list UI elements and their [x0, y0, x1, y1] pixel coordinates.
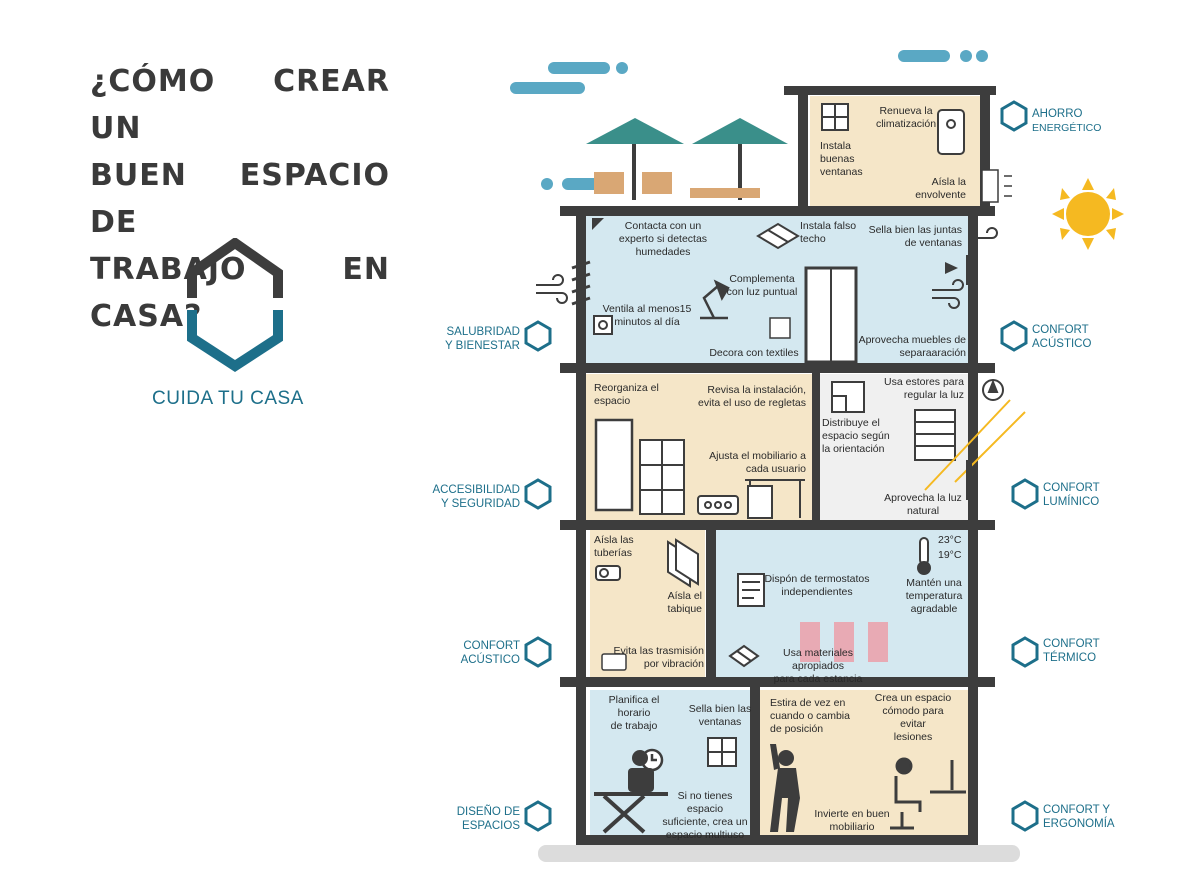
- wardrobe-icon: [594, 418, 634, 512]
- tip-vibracion: Evita las trasmisión por vibración: [613, 645, 704, 670]
- tip-textiles: Decora con textiles: [709, 347, 799, 359]
- wall-panel-icon: [667, 538, 699, 588]
- tip-estores: Usa estores para regular la luz: [884, 376, 964, 401]
- title-line-2: BUEN ESPACIO DE: [90, 158, 390, 240]
- tip-muebles-separacion: Aprovecha muebles de separaaración: [858, 334, 966, 359]
- ground: [538, 845, 1020, 862]
- blind-icon: [914, 409, 956, 461]
- monitor-icon: [930, 760, 966, 794]
- title-line-3: TRABAJO EN CASA?: [90, 252, 390, 334]
- tip-distribuye: Distribuye el espacio según la orientaci…: [822, 417, 890, 455]
- tip-tuberias: Aísla las tuberías: [594, 534, 634, 559]
- window-icon: [804, 266, 858, 364]
- brand-logo-icon: [187, 238, 283, 372]
- salubridad-icon: [524, 320, 552, 352]
- accesibilidad-icon: [524, 478, 552, 510]
- wind-icon: [536, 227, 998, 309]
- diseno-espacios-icon: [524, 800, 552, 832]
- confort-acustico-right-icon: [1000, 320, 1028, 352]
- pipe-icon: [595, 565, 621, 581]
- cloud-right-icon: [898, 50, 988, 62]
- confort-termico-icon: [1011, 636, 1039, 668]
- stretching-person-icon: [770, 744, 800, 832]
- insulation-icon: [981, 169, 1012, 203]
- tip-sella-juntas: Sella bien las juntas de ventanas: [868, 224, 962, 249]
- vent-window-icon: [571, 260, 591, 306]
- shelf-icon: [639, 439, 685, 515]
- mold-icon: [592, 218, 604, 230]
- desk-icon: [745, 479, 805, 519]
- compass-icon: [982, 379, 1004, 401]
- umbrella-icon: [586, 118, 788, 200]
- building-frame: [560, 86, 996, 845]
- tip-buen-mobiliario: Invierte en buen mobiliario: [814, 808, 890, 833]
- thermostat-icon: [737, 573, 765, 607]
- tip-termostatos: Dispón de termostatos independientes: [764, 573, 870, 598]
- tip-estira: Estira de vez en cuando o cambia de posi…: [770, 697, 850, 735]
- tip-luz-puntual: Complementa con luz puntual: [726, 273, 798, 298]
- tip-sella-ventanas: Sella bien las ventanas: [688, 703, 752, 728]
- brand-name: CUIDA TU CASA: [152, 388, 304, 409]
- lamp-icon: [700, 279, 730, 320]
- category-salubridad: SALUBRIDAD Y BIENESTAR: [445, 326, 520, 352]
- category-confort-luminico: CONFORT LUMÍNICO: [1043, 482, 1100, 508]
- category-confort-termico: CONFORT TÉRMICO: [1043, 638, 1100, 664]
- ceiling-panel-icon: [756, 222, 800, 250]
- cloud-left-icon: [510, 62, 628, 190]
- category-ahorro: AHORRO ENERGÉTICO: [1032, 108, 1102, 134]
- vibration-icon: [601, 653, 627, 671]
- chair-icon: [594, 172, 760, 198]
- temp-high: 23°C: [938, 534, 962, 546]
- tip-horario: Planifica el horario de trabajo: [608, 694, 660, 732]
- power-strip-icon: [697, 495, 739, 515]
- arrow-icon: [945, 262, 958, 274]
- chairs: [800, 622, 888, 662]
- floor-material-icon: [728, 644, 760, 668]
- office-chair-icon: [890, 757, 922, 830]
- tip-materiales: Usa materiales apropiados para cada esta…: [773, 647, 863, 685]
- ergonomia-icon: [1011, 800, 1039, 832]
- worker-icon: [628, 750, 654, 792]
- window-icon: [821, 103, 849, 131]
- heater-icon: [937, 109, 965, 155]
- category-diseno: DISEÑO DE ESPACIOS: [456, 806, 520, 832]
- tip-renueva: Renueva la climatización: [875, 105, 937, 130]
- tip-instala-ventanas: Instala buenas ventanas: [820, 140, 863, 178]
- fan-icon: [593, 315, 613, 335]
- folding-desk-icon: [594, 792, 668, 834]
- tip-contacta: Contacta con un experto si detectas hume…: [618, 220, 708, 258]
- tip-falso-techo: Instala falso techo: [800, 220, 857, 245]
- page-title: ¿CÓMO CREAR UN BUEN ESPACIO DE TRABAJO E…: [90, 58, 390, 340]
- category-ergonomia: CONFORT Y ERGONOMÍA: [1043, 804, 1115, 830]
- textile-icon: [769, 317, 791, 339]
- tip-mobiliario: Ajusta el mobiliario a cada usuario: [709, 450, 806, 475]
- category-accesibilidad: ACCESIBILIDAD Y SEGURIDAD: [432, 484, 520, 510]
- tip-instalacion: Revisa la instalación, evita el uso de r…: [698, 384, 806, 409]
- temp-low: 19°C: [938, 549, 962, 561]
- tip-aisla-envolvente: Aísla la envolvente: [915, 176, 966, 201]
- tip-reorganiza: Reorganiza el espacio: [594, 382, 659, 407]
- tip-tabique: Aísla el tabique: [667, 590, 702, 615]
- ahorro-energetico-icon: [1000, 100, 1028, 132]
- sun-icon: [1052, 178, 1124, 250]
- window-icon: [707, 737, 737, 767]
- tip-espacio-multiuso: Si no tienes espacio suficiente, crea un…: [662, 790, 748, 841]
- category-confort-acustico-left: CONFORT ACÚSTICO: [460, 640, 520, 666]
- title-line-1: ¿CÓMO CREAR UN: [90, 64, 390, 146]
- thermometer-icon: [917, 537, 931, 575]
- category-confort-acustico-right: CONFORT ACÚSTICO: [1032, 324, 1092, 350]
- confort-luminico-icon: [1011, 478, 1039, 510]
- tip-ventila: Ventila al menos15 minutos al día: [602, 303, 692, 328]
- tip-temperatura: Mantén una temperatura agradable: [905, 577, 963, 615]
- floor-plan-icon: [831, 381, 865, 413]
- tip-luz-natural: Aprovecha la luz natural: [884, 492, 962, 517]
- tip-lesiones: Crea un espacio cómodo para evitar lesio…: [874, 692, 952, 743]
- confort-acustico-left-icon: [524, 636, 552, 668]
